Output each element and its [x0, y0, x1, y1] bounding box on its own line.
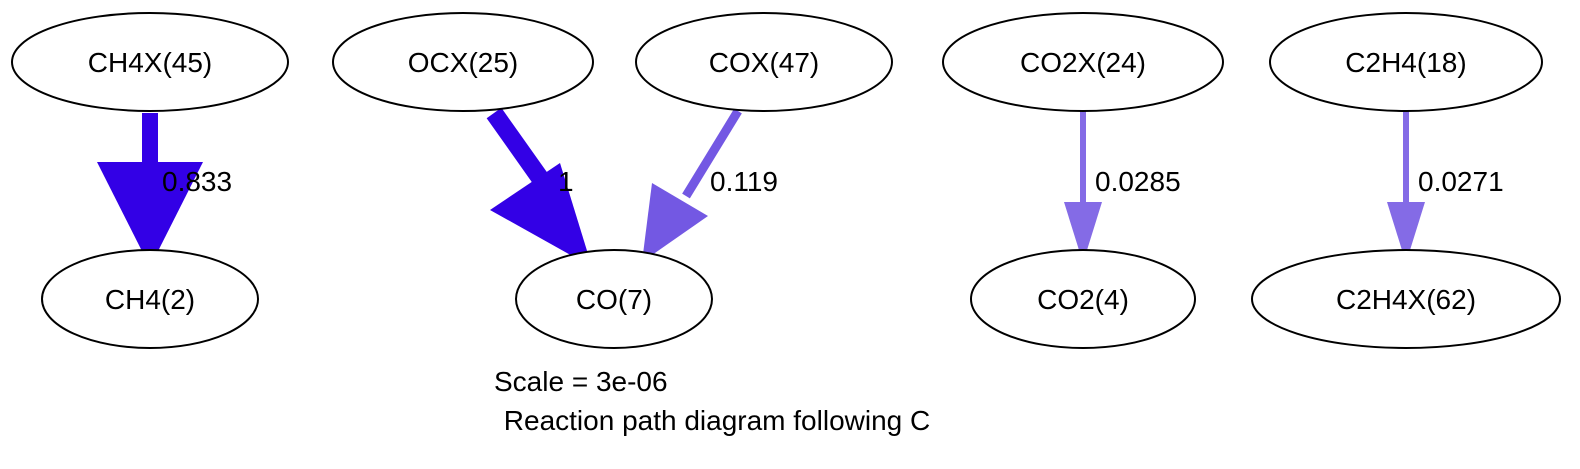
node-label: CO(7)	[576, 284, 652, 315]
node-label: CO2(4)	[1037, 284, 1129, 315]
node-ellipse	[970, 249, 1196, 349]
node-ellipse	[332, 12, 594, 112]
edge-label-cox47-co: 0.119	[710, 166, 778, 197]
edge-label-ocx25-co: 1	[558, 166, 574, 197]
edge-arrowhead	[490, 163, 592, 267]
edge-arrowhead	[642, 183, 708, 262]
edge-arrowhead	[1064, 202, 1102, 263]
node-label: OCX(25)	[408, 47, 518, 78]
node-ellipse	[11, 12, 289, 112]
node-ellipse	[41, 249, 259, 349]
edge-co2x24-to-co2: 0.0285	[1064, 111, 1181, 263]
node-label: CH4X(45)	[88, 47, 212, 78]
node-ch4x45: CH4X(45)	[11, 12, 289, 112]
node-ocx25: OCX(25)	[332, 12, 594, 112]
node-c2h4-18: C2H4(18)	[1269, 12, 1543, 112]
edge-label-co2x24-co2: 0.0285	[1095, 166, 1181, 197]
edge-cox47-to-co: 0.119	[642, 108, 778, 262]
node-ellipse	[1269, 12, 1543, 112]
node-ellipse	[635, 12, 893, 112]
node-label: C2H4(18)	[1345, 47, 1466, 78]
edge-ch4x45-to-ch4: 0.833	[97, 113, 232, 267]
edge-c2h4-to-c2h4x: 0.0271	[1387, 111, 1504, 263]
node-co-7: CO(7)	[515, 249, 713, 349]
node-co2-4: CO2(4)	[970, 249, 1196, 349]
node-ellipse	[942, 12, 1224, 112]
node-ch4-2: CH4(2)	[41, 249, 259, 349]
edge-ocx25-to-co: 1	[486, 107, 592, 267]
node-label: CO2X(24)	[1020, 47, 1146, 78]
edge-shaft	[682, 108, 742, 199]
edge-label-ch4x45-ch4: 0.833	[162, 166, 232, 197]
node-ellipse	[515, 249, 713, 349]
diagram-title-caption: Reaction path diagram following C	[496, 405, 930, 436]
node-cox47: COX(47)	[635, 12, 893, 112]
node-c2h4x62: C2H4X(62)	[1251, 249, 1561, 349]
node-co2x24: CO2X(24)	[942, 12, 1224, 112]
edge-arrowhead	[97, 162, 203, 267]
node-ellipse	[1251, 249, 1561, 349]
scale-caption: Scale = 3e-06	[494, 366, 668, 397]
node-label: CH4(2)	[105, 284, 195, 315]
edge-shaft	[486, 107, 548, 184]
node-label: C2H4X(62)	[1336, 284, 1476, 315]
edge-label-c2h4-c2h4x: 0.0271	[1418, 166, 1504, 197]
node-label: COX(47)	[709, 47, 819, 78]
edge-arrowhead	[1387, 202, 1425, 263]
